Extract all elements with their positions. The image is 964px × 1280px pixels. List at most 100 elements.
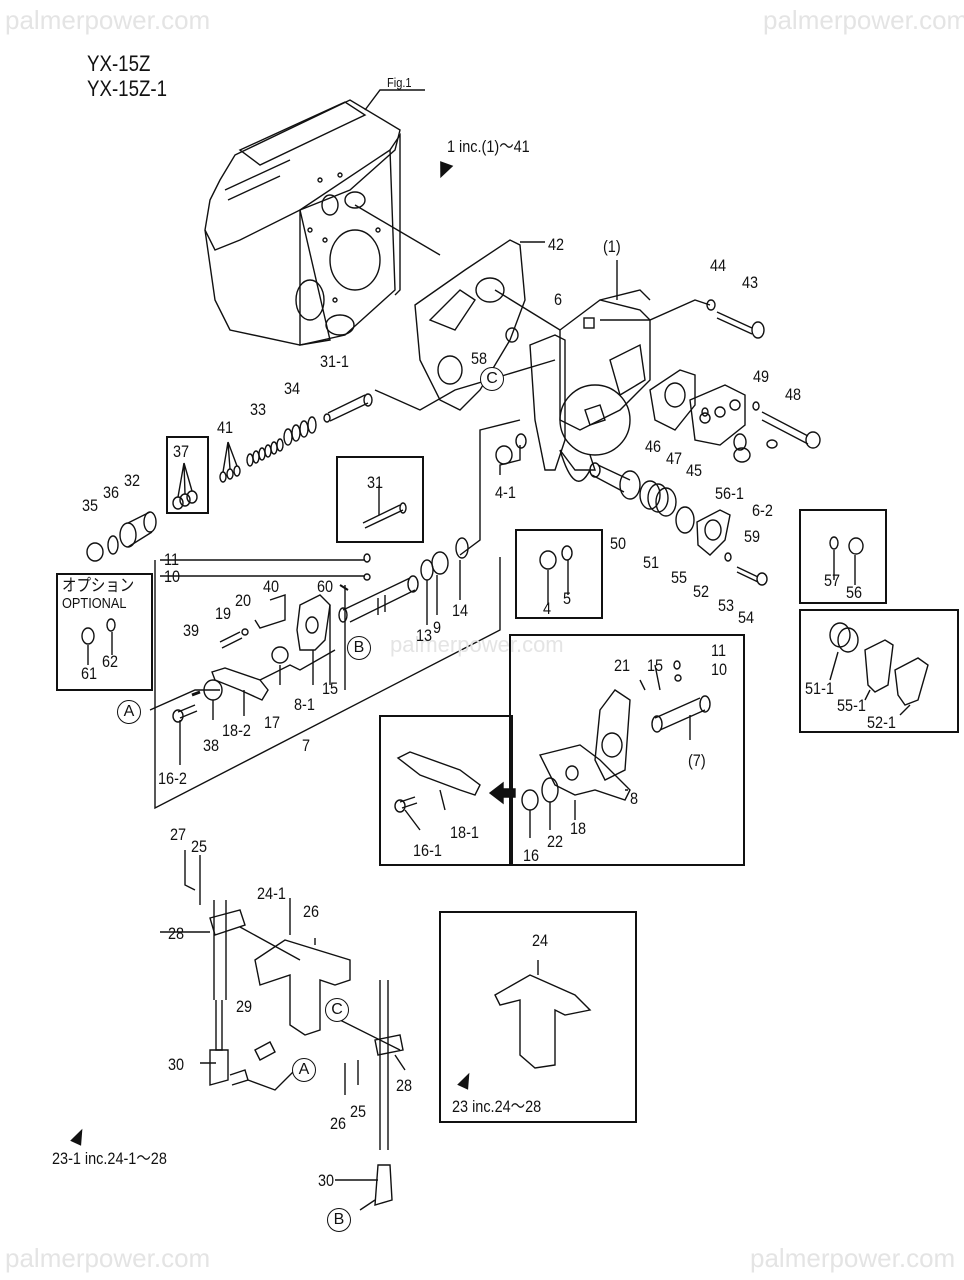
joint-30-nut: [229, 1069, 249, 1086]
ref-marker-b: B: [347, 636, 371, 660]
callout-8-1: 8-1: [294, 695, 315, 714]
callout-14: 14: [452, 601, 469, 620]
spring-51: [639, 480, 677, 517]
callout-detail-15: 15: [647, 656, 664, 675]
leaders-24-1-26: [289, 898, 316, 945]
callout-34: 34: [284, 379, 301, 398]
callout-51: 51: [643, 553, 660, 572]
cable-end-left: [215, 1000, 223, 1051]
leader-a-lower: [247, 1069, 296, 1091]
leaders-lower: [179, 585, 346, 765]
callout-60: 60: [317, 577, 334, 596]
lever-8-detail: [594, 689, 631, 781]
callout-52-1: 52-1: [867, 713, 896, 732]
optional-label-jp: オプション: [62, 576, 135, 596]
callout-55: 55: [671, 568, 688, 587]
callout-25-right: 25: [350, 1102, 367, 1121]
callout-52: 52: [693, 582, 710, 601]
cover-52: [696, 509, 768, 586]
seal-9: [431, 551, 449, 575]
callout-15: 15: [322, 679, 339, 698]
ref-marker-a: A: [117, 700, 141, 724]
box-optional: [56, 573, 153, 691]
callout-24: 24: [532, 931, 549, 950]
plug-35: [86, 542, 104, 562]
cap-32: [119, 511, 157, 548]
ref-marker-c: C: [480, 367, 504, 391]
detail-box-7: [509, 634, 745, 866]
callout-44: 44: [710, 256, 727, 275]
leader-a-b: [149, 649, 336, 711]
washer-20: [241, 628, 249, 636]
callout-38: 38: [203, 736, 220, 755]
bracket-24: [494, 974, 592, 1069]
leader-b-lower: [359, 1199, 376, 1211]
leaders-13-9-14: [426, 560, 461, 625]
callout-26-right: 26: [330, 1114, 347, 1133]
callout-58: 58: [471, 349, 488, 368]
callout-35: 35: [82, 496, 99, 515]
watermark-bottom-left: palmerpower.com: [5, 1243, 211, 1273]
assembly-note-main: 1 inc.(1)～41: [447, 137, 530, 156]
spool-detail: [651, 695, 711, 740]
callout-28: 28: [168, 924, 185, 943]
callout-49: 49: [753, 367, 770, 386]
callout-detail-7: (7): [688, 751, 706, 770]
snap-ring-14: [455, 537, 469, 559]
callout-detail-16: 16: [523, 846, 540, 865]
bolt-43: [706, 299, 765, 339]
callout-7: 7: [302, 736, 311, 755]
plug-58: [505, 327, 519, 343]
bolt-29: [254, 1041, 276, 1061]
leaders-18-1: [404, 789, 446, 831]
pins-21-15: [639, 664, 661, 691]
callout-41: 41: [217, 418, 234, 437]
callout-29: 29: [236, 997, 253, 1016]
gasket-46: [649, 369, 696, 431]
callout-45: 45: [686, 461, 703, 480]
callout-59: 59: [744, 527, 761, 546]
callout-47: 47: [666, 449, 683, 468]
callout-detail-8: 8: [630, 789, 639, 808]
washer-22: [541, 777, 559, 803]
pin-39: [191, 690, 201, 697]
spring-11-detail: [673, 660, 681, 670]
spring-34: [283, 416, 317, 446]
callout-19: 19: [215, 604, 232, 623]
plate-18-detail: [538, 744, 631, 801]
callout-18-2: 18-2: [222, 721, 251, 740]
callout-5: 5: [563, 589, 572, 608]
strainer-50: [589, 462, 641, 500]
leader-line-14: [459, 419, 521, 556]
callout-28-right: 28: [396, 1076, 413, 1095]
callout-detail-21: 21: [614, 656, 631, 675]
watermark-bottom-right: palmerpower.com: [750, 1243, 956, 1273]
figure-label: Fig.1: [387, 75, 412, 90]
model-title-2: YX-15Z-1: [87, 76, 168, 101]
bracket-24-1: [254, 939, 351, 1036]
box-51-1: [799, 609, 959, 733]
ball-10-detail: [674, 674, 682, 682]
callout-11: 11: [164, 550, 180, 569]
arrow-left-icon: [488, 781, 516, 805]
callout-26: 26: [303, 902, 320, 921]
cable-right: [379, 980, 389, 1150]
callout-54: 54: [738, 608, 755, 627]
box-37: [166, 436, 209, 514]
callout-61: 61: [81, 664, 98, 683]
box-bracket-24: [439, 911, 637, 1123]
nut-16: [521, 789, 539, 811]
callout-30-right: 30: [318, 1171, 335, 1190]
kit-51-1: [829, 622, 929, 716]
callout-56: 56: [846, 583, 863, 602]
model-title-1: YX-15Z: [87, 51, 151, 76]
callout-46: 46: [645, 437, 662, 456]
plug-56: [829, 536, 864, 585]
clamp-28b: [374, 1034, 404, 1056]
watermark-center: palmerpower.com: [390, 632, 564, 657]
callout-31-1: 31-1: [320, 352, 349, 371]
callout-40: 40: [263, 577, 280, 596]
bracket-40: [254, 594, 286, 629]
callout-48: 48: [785, 385, 802, 404]
